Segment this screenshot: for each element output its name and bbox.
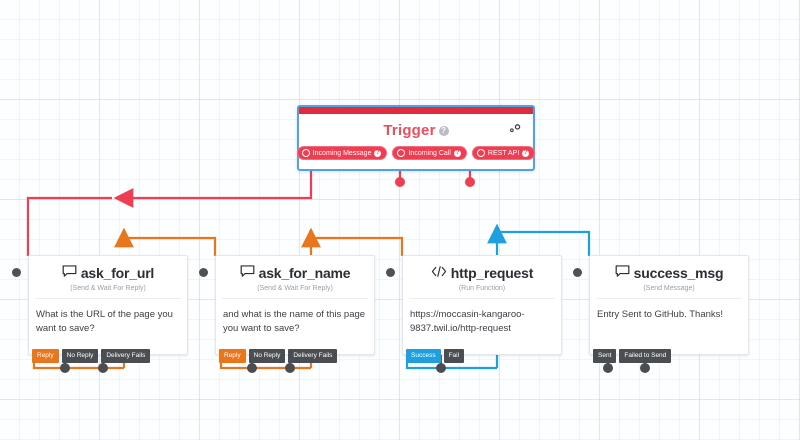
node-output-list: Success Fail — [406, 348, 465, 363]
widget-node-http-request[interactable]: http_request (Run Function) https://mocc… — [386, 255, 562, 363]
widget-node-ask-for-url[interactable]: ask_for_url (Send & Wait For Reply) What… — [12, 255, 188, 363]
help-icon[interactable]: ? — [453, 149, 461, 157]
node-output-fail[interactable]: Fail — [443, 348, 465, 363]
node-subtitle: (Run Function) — [409, 285, 555, 299]
trigger-pill-label: REST API — [487, 149, 520, 157]
node-title: ask_for_url — [35, 265, 181, 281]
trigger-pill-list: Incoming Message ? Incoming Call ? REST … — [296, 146, 536, 160]
node-output-list: Reply No Reply Delivery Fails — [219, 348, 338, 363]
node-title-text: ask_for_name — [258, 265, 351, 281]
wire-trigger-to-ask-for-url — [26, 160, 313, 256]
node-title: ask_for_name — [222, 265, 368, 281]
connector-ring-icon — [301, 149, 310, 157]
trigger-color-bar — [299, 107, 533, 114]
trigger-title-text: Trigger — [383, 122, 436, 139]
connector-ring-icon — [476, 149, 485, 157]
node-title: success_msg — [596, 265, 742, 281]
node-body-text: What is the URL of the page you want to … — [36, 309, 173, 334]
chat-bubble-icon — [62, 265, 77, 281]
trigger-pill-label: Incoming Call — [408, 149, 451, 157]
node-title-text: success_msg — [633, 265, 724, 281]
node-output-sent[interactable]: Sent — [593, 348, 617, 363]
trigger-pill-incoming-call[interactable]: Incoming Call ? — [392, 146, 467, 160]
node-output-failed-to-send[interactable]: Failed to Send — [619, 348, 672, 363]
trigger-pill-label: Incoming Message — [312, 149, 372, 157]
node-input-dot[interactable] — [199, 268, 208, 277]
widget-node-success-msg[interactable]: success_msg (Send Message) Entry Sent to… — [573, 255, 749, 363]
node-subtitle: (Send & Wait For Reply) — [35, 285, 181, 299]
gear-icon[interactable] — [510, 120, 526, 136]
node-body-text: and what is the name of this page you wa… — [223, 309, 366, 334]
trigger-node[interactable]: Trigger? Incoming Message ? Incoming Cal… — [296, 105, 536, 171]
node-output-list: Reply No Reply Delivery Fails — [32, 348, 151, 363]
node-output-delivery-fails[interactable]: Delivery Fails — [288, 348, 338, 363]
node-title: http_request — [409, 265, 555, 281]
chat-bubble-icon — [240, 265, 255, 281]
node-title-text: ask_for_url — [80, 265, 155, 281]
node-output-list: Sent Failed to Send — [593, 348, 672, 363]
chat-bubble-icon — [615, 265, 630, 281]
widget-node-ask-for-name[interactable]: ask_for_name (Send & Wait For Reply) and… — [199, 255, 375, 363]
connector-ring-icon — [397, 149, 406, 157]
node-input-dot[interactable] — [573, 268, 582, 277]
node-output-reply[interactable]: Reply — [32, 348, 59, 363]
node-input-dot[interactable] — [12, 268, 21, 277]
node-input-dot[interactable] — [386, 268, 395, 277]
code-icon — [431, 265, 447, 281]
node-body-text: https://moccasin-kangaroo-9837.twil.io/h… — [410, 309, 525, 334]
node-output-success[interactable]: Success — [406, 348, 441, 363]
trigger-pill-incoming-message[interactable]: Incoming Message ? — [296, 146, 388, 160]
node-body-text: Entry Sent to GitHub. Thanks! — [597, 309, 724, 320]
help-icon[interactable]: ? — [374, 149, 382, 157]
trigger-pill-rest-api[interactable]: REST API ? — [471, 146, 536, 160]
node-subtitle: (Send Message) — [596, 285, 742, 299]
node-output-reply[interactable]: Reply — [219, 348, 246, 363]
node-output-delivery-fails[interactable]: Delivery Fails — [101, 348, 151, 363]
node-subtitle: (Send & Wait For Reply) — [222, 285, 368, 299]
help-icon[interactable]: ? — [438, 126, 449, 136]
help-icon[interactable]: ? — [522, 149, 530, 157]
node-title-text: http_request — [450, 265, 534, 281]
node-output-no-reply[interactable]: No Reply — [248, 348, 286, 363]
node-output-no-reply[interactable]: No Reply — [61, 348, 99, 363]
trigger-title: Trigger? — [307, 122, 525, 139]
